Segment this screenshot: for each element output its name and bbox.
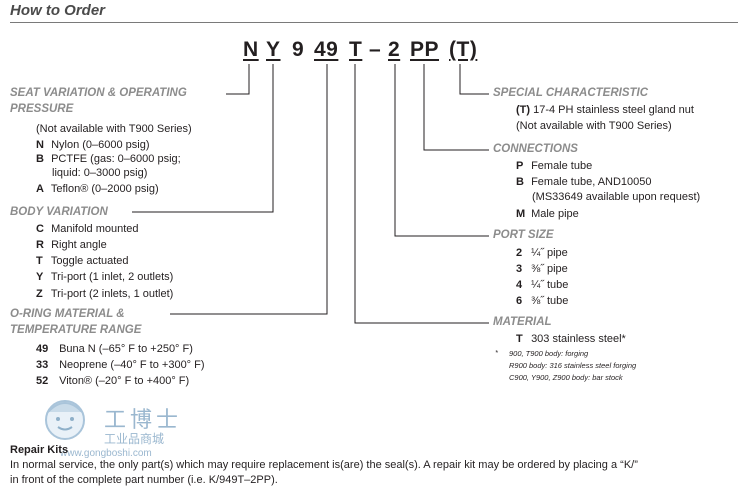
watermark-url: www.gongboshi.com bbox=[60, 448, 152, 459]
list-item: P Female tube bbox=[516, 160, 593, 172]
repair-text: In normal service, the only part(s) whic… bbox=[10, 458, 740, 488]
page-title: How to Order bbox=[10, 2, 106, 19]
pn-seat-code: N bbox=[243, 38, 259, 61]
special-note: (Not available with T900 Series) bbox=[516, 120, 672, 132]
pn-oring-code: 49 bbox=[314, 38, 339, 61]
leader-body bbox=[132, 64, 274, 213]
list-item: (T) 17-4 PH stainless steel gland nut bbox=[516, 104, 694, 116]
material-heading: MATERIAL bbox=[493, 316, 552, 328]
connections-heading: CONNECTIONS bbox=[493, 143, 578, 155]
repair-heading: Repair Kits bbox=[10, 444, 69, 456]
list-item: B Female tube, AND10050 bbox=[516, 176, 652, 188]
list-item: 2 ¼˝ pipe bbox=[516, 247, 568, 259]
special-heading: SPECIAL CHARACTERISTIC bbox=[493, 87, 649, 99]
oring-heading-line1: O-RING MATERIAL & bbox=[10, 308, 125, 320]
list-item: 3 ⅜˝ pipe bbox=[516, 263, 568, 275]
watermark-mascot-icon bbox=[45, 400, 85, 440]
list-item: 33 Neoprene (–40° F to +300° F) bbox=[36, 359, 205, 371]
body-heading: BODY VARIATION bbox=[10, 206, 108, 218]
pn-material-code: T bbox=[349, 38, 363, 61]
pn-body-code: Y bbox=[266, 38, 281, 61]
leader-oring bbox=[170, 64, 328, 315]
list-item: A Teflon® (0–2000 psig) bbox=[36, 183, 159, 195]
footnote-marker: * bbox=[495, 348, 498, 357]
port-heading: PORT SIZE bbox=[493, 229, 554, 241]
leader-seat bbox=[226, 64, 250, 95]
list-item: T 303 stainless steel* bbox=[516, 333, 626, 345]
watermark-subtitle: 工业品商城 bbox=[104, 432, 165, 446]
list-item: M Male pipe bbox=[516, 208, 579, 220]
list-item: Y Tri-port (1 inlet, 2 outlets) bbox=[36, 271, 174, 283]
seat-heading-line1: SEAT VARIATION & OPERATING bbox=[10, 87, 187, 99]
oring-heading-line2: TEMPERATURE RANGE bbox=[10, 324, 142, 336]
repair-text-line: In normal service, the only part(s) whic… bbox=[10, 459, 638, 471]
footnote-line: R900 body: 316 stainless steel forging bbox=[509, 361, 637, 370]
repair-text-line: in front of the complete part number (i.… bbox=[10, 474, 278, 486]
list-item: B PCTFE (gas: 0–6000 psig; bbox=[36, 153, 181, 165]
pn-port-code: 2 bbox=[388, 38, 401, 61]
list-item-continued: (MS33649 available upon request) bbox=[532, 191, 701, 203]
list-item: 6 ⅜˝ tube bbox=[516, 295, 569, 307]
leader-material bbox=[354, 64, 489, 324]
list-item: Z Tri-port (2 inlets, 1 outlet) bbox=[36, 288, 174, 300]
list-item: 52 Viton® (–20° F to +400° F) bbox=[36, 375, 190, 387]
seat-heading-line2: PRESSURE bbox=[10, 103, 74, 115]
list-item: 4 ¼˝ tube bbox=[516, 279, 569, 291]
watermark-brand: 工博士 bbox=[104, 408, 183, 433]
pn-series-digit: 9 bbox=[292, 38, 305, 61]
pn-dash: – bbox=[369, 38, 382, 61]
list-item: 49 Buna N (–65° F to +250° F) bbox=[36, 343, 193, 355]
list-item-continued: liquid: 0–3000 psig) bbox=[52, 167, 148, 179]
pn-special-code: (T) bbox=[449, 38, 478, 61]
list-item: C Manifold mounted bbox=[36, 223, 139, 235]
footnote-line: C900, Y900, Z900 body: bar stock bbox=[509, 373, 623, 382]
pn-connection-code: PP bbox=[410, 38, 440, 61]
seat-note: (Not available with T900 Series) bbox=[36, 123, 192, 135]
list-item: R Right angle bbox=[36, 239, 107, 251]
list-item: N Nylon (0–6000 psig) bbox=[36, 139, 150, 151]
title-divider bbox=[10, 22, 738, 23]
list-item: T Toggle actuated bbox=[36, 255, 129, 267]
leader-special bbox=[459, 64, 489, 95]
footnote-line: 900, T900 body: forging bbox=[509, 349, 589, 358]
leader-connections bbox=[423, 64, 489, 151]
leader-port bbox=[394, 64, 489, 237]
